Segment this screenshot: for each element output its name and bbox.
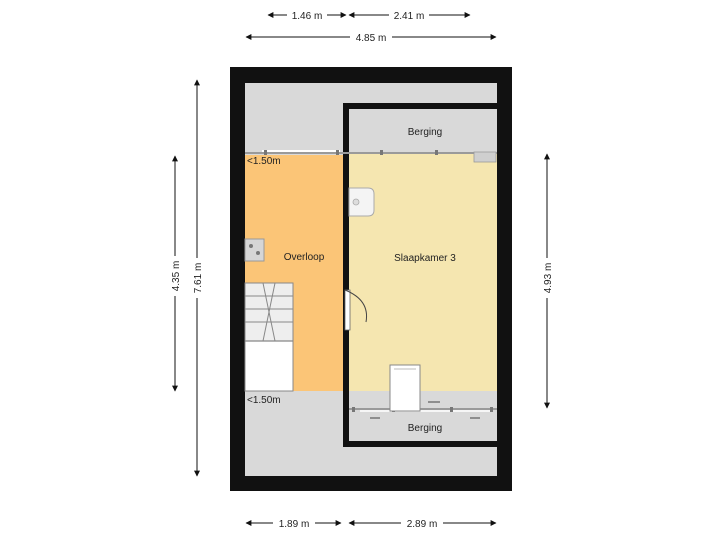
staircase-icon xyxy=(244,282,294,392)
height-note-lower: <1.50m xyxy=(247,395,281,406)
door-icon xyxy=(343,289,368,331)
landing-label: Overloop xyxy=(284,252,325,263)
dimension-top-total: 4.85 m xyxy=(245,30,497,44)
storage-top-label: Berging xyxy=(408,127,442,138)
bedroom-label: Slaapkamer 3 xyxy=(394,253,456,264)
svg-text:2.89 m: 2.89 m xyxy=(407,519,438,530)
storage-top-area xyxy=(349,109,497,152)
dimension-bottom-a: 1.89 m xyxy=(245,516,342,530)
skylight-icon xyxy=(389,364,421,412)
bedroom-wall-top xyxy=(343,103,497,109)
dimension-left-outer: 7.61 m xyxy=(190,79,204,477)
knee-wall-bottom xyxy=(349,407,497,412)
storage-bottom-label: Berging xyxy=(408,423,442,434)
bedroom-wall-left xyxy=(343,103,349,447)
svg-text:7.61 m: 7.61 m xyxy=(193,263,204,294)
dimension-left-inner: 4.35 m xyxy=(168,155,182,392)
dimension-bottom-b: 2.89 m xyxy=(348,516,497,530)
dimension-top-a: 1.46 m xyxy=(267,8,347,22)
svg-text:1.89 m: 1.89 m xyxy=(279,519,310,530)
cabinet-icon xyxy=(244,238,265,262)
arrow-markers xyxy=(370,401,480,419)
dimension-top-b: 2.41 m xyxy=(348,8,471,22)
dimension-right: 4.93 m xyxy=(540,153,554,409)
knee-wall-top xyxy=(245,150,497,155)
svg-text:2.41 m: 2.41 m xyxy=(394,11,425,22)
svg-text:4.35 m: 4.35 m xyxy=(171,261,182,292)
svg-text:1.46 m: 1.46 m xyxy=(292,11,323,22)
svg-text:4.85 m: 4.85 m xyxy=(356,33,387,44)
storage-bottom-area xyxy=(349,411,497,441)
radiator-icon xyxy=(473,151,497,163)
svg-text:4.93 m: 4.93 m xyxy=(543,263,554,294)
height-note-upper: <1.50m xyxy=(247,156,281,167)
bedroom-wall-bottom xyxy=(343,441,497,447)
sink-icon xyxy=(348,187,375,217)
